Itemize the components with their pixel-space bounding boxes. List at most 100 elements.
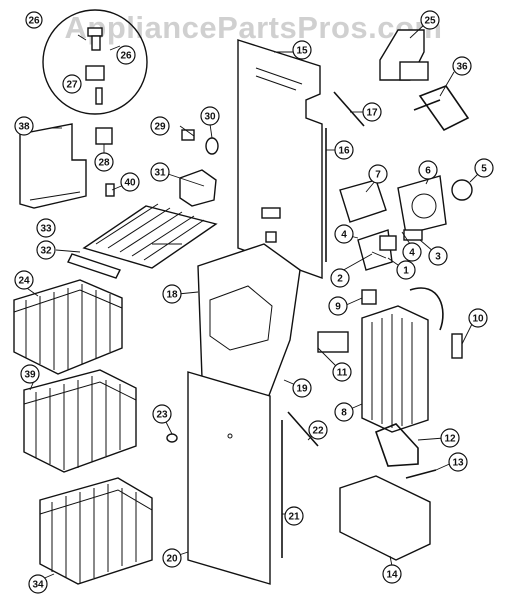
callout-6: 6 <box>418 160 438 180</box>
callout-8: 8 <box>334 402 354 422</box>
svg-text:25: 25 <box>424 16 436 27</box>
socket-part <box>181 129 195 141</box>
evaporator-part <box>361 287 444 433</box>
svg-text:32: 32 <box>40 246 52 257</box>
motor-part <box>379 235 397 251</box>
block-part <box>361 289 377 305</box>
callout-16: 16 <box>334 140 354 160</box>
bin-part <box>339 475 431 561</box>
callout-29: 29 <box>150 116 170 136</box>
svg-text:38: 38 <box>18 122 30 133</box>
svg-text:21: 21 <box>288 512 300 523</box>
back-panel-part <box>237 39 323 279</box>
svg-text:31: 31 <box>154 168 166 179</box>
callout-4-left: 4 <box>334 224 354 244</box>
svg-text:27: 27 <box>66 80 78 91</box>
wire-frame-part <box>413 85 470 132</box>
svg-text:2: 2 <box>337 274 343 285</box>
svg-text:22: 22 <box>312 426 324 437</box>
callout-9: 9 <box>328 296 348 316</box>
svg-text:18: 18 <box>166 290 178 301</box>
svg-text:4: 4 <box>341 230 347 241</box>
fan-blade-part <box>451 179 473 201</box>
heater-wire-part <box>374 423 419 467</box>
callout-21: 21 <box>284 506 304 526</box>
pin-part <box>105 183 115 197</box>
callout-19: 19 <box>292 378 312 398</box>
basket-part <box>23 369 137 473</box>
watermark-text: AppliancePartsPros.com <box>64 10 443 45</box>
callout-13: 13 <box>448 452 468 472</box>
svg-text:20: 20 <box>166 554 178 565</box>
svg-text:7: 7 <box>375 170 381 181</box>
svg-text:15: 15 <box>296 46 308 57</box>
bracket-part <box>379 29 429 81</box>
rod-part <box>287 411 319 447</box>
svg-text:36: 36 <box>456 62 468 73</box>
callout-27: 27 <box>62 74 82 94</box>
tube-part <box>67 253 121 279</box>
basket-part <box>13 279 123 375</box>
door-panel-part <box>187 371 271 585</box>
svg-text:24: 24 <box>18 276 30 287</box>
svg-text:10: 10 <box>472 314 484 325</box>
svg-text:26: 26 <box>120 51 132 62</box>
callout-26-inset-top: 26 <box>25 11 43 29</box>
svg-text:11: 11 <box>337 368 348 379</box>
svg-text:4: 4 <box>409 248 415 259</box>
housing-part <box>179 169 217 207</box>
callout-2: 2 <box>330 268 350 288</box>
callout-20: 20 <box>162 548 182 568</box>
callout-25: 25 <box>420 10 440 30</box>
svg-text:3: 3 <box>435 252 441 263</box>
callout-5: 5 <box>474 158 494 178</box>
rod-part <box>333 91 365 127</box>
svg-text:34: 34 <box>32 580 44 591</box>
callout-3: 3 <box>428 246 448 266</box>
callout-28: 28 <box>94 152 114 172</box>
callout-15: 15 <box>292 40 312 60</box>
callout-7: 7 <box>368 164 388 184</box>
svg-text:5: 5 <box>481 164 487 175</box>
panel-cover-part <box>19 123 87 209</box>
callout-1: 1 <box>396 260 416 280</box>
callout-23: 23 <box>152 404 172 424</box>
svg-text:30: 30 <box>204 112 216 123</box>
callout-24: 24 <box>14 270 34 290</box>
svg-text:14: 14 <box>386 570 398 581</box>
svg-text:28: 28 <box>98 158 110 169</box>
wire-shelf-part <box>82 203 218 269</box>
callout-33: 33 <box>36 218 56 238</box>
basket-part <box>39 477 153 585</box>
svg-text:40: 40 <box>124 178 136 189</box>
svg-text:19: 19 <box>296 384 308 395</box>
callout-11: 11 <box>332 362 352 382</box>
svg-text:23: 23 <box>156 410 168 421</box>
block-part <box>317 331 349 353</box>
svg-text:8: 8 <box>341 408 347 419</box>
callout-17: 17 <box>362 102 382 122</box>
callout-36: 36 <box>452 56 472 76</box>
callout-30: 30 <box>200 106 220 126</box>
fan-housing-part <box>397 175 447 235</box>
block-part <box>451 333 463 359</box>
svg-text:9: 9 <box>335 302 341 313</box>
callout-10: 10 <box>468 308 488 328</box>
plate-part <box>339 179 387 223</box>
svg-text:13: 13 <box>452 458 464 469</box>
callout-40: 40 <box>120 172 140 192</box>
inset-detail-circle <box>42 9 148 115</box>
callout-31: 31 <box>150 162 170 182</box>
svg-text:16: 16 <box>338 146 350 157</box>
callout-12: 12 <box>440 428 460 448</box>
callout-39: 39 <box>20 364 40 384</box>
svg-text:17: 17 <box>366 108 378 119</box>
callout-32: 32 <box>36 240 56 260</box>
callout-18: 18 <box>162 284 182 304</box>
svg-text:39: 39 <box>24 370 36 381</box>
callout-22: 22 <box>308 420 328 440</box>
callout-14: 14 <box>382 564 402 584</box>
svg-text:1: 1 <box>403 266 409 277</box>
callout-34: 34 <box>28 574 48 594</box>
